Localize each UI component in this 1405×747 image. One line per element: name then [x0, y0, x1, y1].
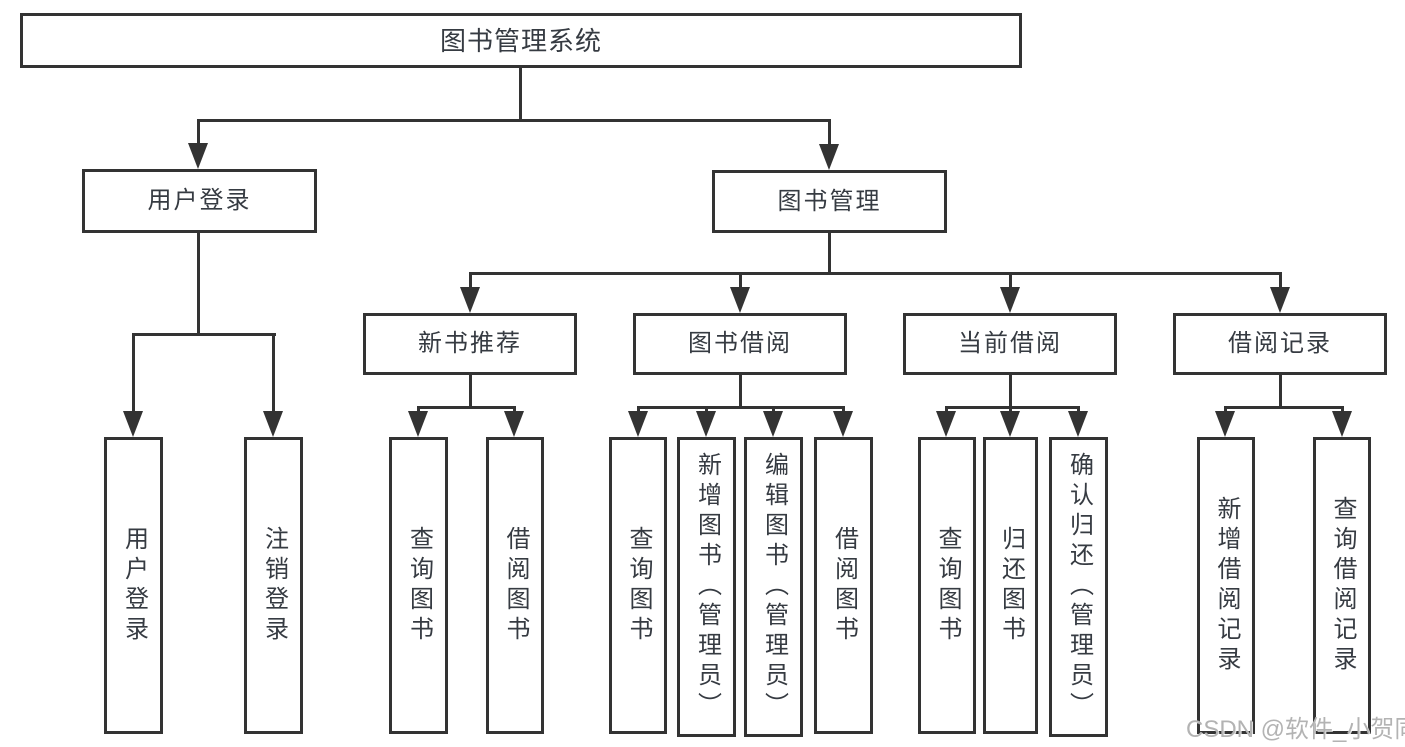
connector-line: [828, 232, 831, 275]
node-user-login-branch-label: 用户登录: [147, 187, 252, 214]
node-book-management-branch-label: 图书管理: [777, 187, 882, 215]
connector-line: [132, 333, 135, 418]
leaf-query-books-recommend: 查询图书: [389, 437, 448, 734]
node-book-borrowing-label: 图书借阅: [688, 330, 792, 357]
node-current-borrowing-label: 当前借阅: [958, 330, 1062, 357]
connector-line: [1279, 374, 1282, 408]
node-book-borrowing: 图书借阅: [633, 313, 847, 375]
leaf-return-books: 归还图书: [983, 437, 1038, 734]
connector-arrow: [1270, 287, 1290, 313]
leaf-edit-books-admin-label: 编辑图书（管理员）: [760, 452, 788, 722]
leaf-user-login: 用户登录: [104, 437, 163, 734]
connector-arrow: [1332, 411, 1352, 437]
node-new-book-recommend-label: 新书推荐: [418, 330, 522, 357]
leaf-query-borrow-record-label: 查询借阅记录: [1329, 495, 1356, 676]
csdn-watermark: CSDN @软件_小贺同学: [1186, 716, 1405, 743]
leaf-user-login-label: 用户登录: [120, 525, 148, 646]
connector-arrow: [936, 411, 956, 437]
leaf-add-books-admin: 新增图书（管理员）: [677, 437, 736, 737]
leaf-query-books-borrowing-label: 查询图书: [625, 525, 652, 646]
leaf-query-borrow-record: 查询借阅记录: [1313, 437, 1371, 734]
connector-arrow: [763, 411, 783, 437]
connector-arrow: [504, 411, 524, 437]
connector-line: [519, 68, 522, 122]
leaf-edit-books-admin: 编辑图书（管理员）: [744, 437, 803, 737]
connector-arrow: [188, 143, 208, 169]
connector-line: [637, 406, 845, 409]
connector-line: [945, 406, 1079, 409]
connector-line: [739, 272, 742, 292]
connector-line: [1009, 272, 1012, 292]
node-user-login-branch: 用户登录: [82, 169, 317, 233]
connector-arrow: [628, 411, 648, 437]
leaf-add-borrow-record-label: 新增借阅记录: [1213, 495, 1240, 676]
node-book-management-branch: 图书管理: [712, 170, 947, 233]
node-root-label: 图书管理系统: [439, 25, 602, 56]
node-borrow-records: 借阅记录: [1173, 313, 1387, 375]
connector-line: [1279, 272, 1282, 292]
leaf-borrow-books-label: 借阅图书: [830, 525, 858, 646]
leaf-query-books-current-label: 查询图书: [934, 525, 961, 646]
connector-line: [469, 374, 472, 408]
leaf-logout: 注销登录: [244, 437, 303, 734]
node-current-borrowing: 当前借阅: [903, 313, 1117, 375]
connector-arrow: [1068, 411, 1088, 437]
connector-line: [197, 119, 200, 151]
connector-line: [197, 119, 831, 122]
connector-line: [417, 406, 516, 409]
connector-arrow: [1000, 411, 1020, 437]
leaf-borrow-books: 借阅图书: [814, 437, 873, 734]
connector-line: [469, 272, 472, 292]
connector-arrow: [1215, 411, 1235, 437]
connector-line: [132, 333, 276, 336]
connector-arrow: [819, 144, 839, 170]
leaf-query-books-borrowing: 查询图书: [609, 437, 667, 734]
leaf-query-books-recommend-label: 查询图书: [405, 525, 433, 646]
leaf-query-books-current: 查询图书: [918, 437, 976, 734]
node-root-library-system: 图书管理系统: [20, 13, 1022, 68]
connector-line: [272, 333, 275, 418]
leaf-borrow-books-recommend: 借阅图书: [486, 437, 544, 734]
connector-line: [197, 232, 200, 335]
leaf-add-borrow-record: 新增借阅记录: [1197, 437, 1255, 734]
connector-line: [1009, 374, 1012, 408]
connector-arrow: [730, 287, 750, 313]
leaf-borrow-books-recommend-label: 借阅图书: [502, 525, 529, 646]
connector-line: [1224, 406, 1344, 409]
connector-arrow: [263, 411, 283, 437]
leaf-add-books-admin-label: 新增图书（管理员）: [693, 452, 721, 722]
connector-arrow: [408, 411, 428, 437]
leaf-return-books-label: 归还图书: [997, 525, 1025, 646]
connector-arrow: [460, 287, 480, 313]
leaf-confirm-return-admin-label: 确认归还（管理员）: [1065, 452, 1093, 722]
connector-arrow: [123, 411, 143, 437]
node-borrow-records-label: 借阅记录: [1228, 330, 1332, 357]
node-new-book-recommend: 新书推荐: [363, 313, 577, 375]
connector-arrow: [696, 411, 716, 437]
connector-line: [739, 374, 742, 408]
connector-arrow: [1000, 287, 1020, 313]
connector-arrow: [833, 411, 853, 437]
connector-line: [469, 272, 1282, 275]
leaf-logout-label: 注销登录: [260, 525, 288, 646]
connector-line: [828, 119, 831, 151]
leaf-confirm-return-admin: 确认归还（管理员）: [1049, 437, 1108, 737]
